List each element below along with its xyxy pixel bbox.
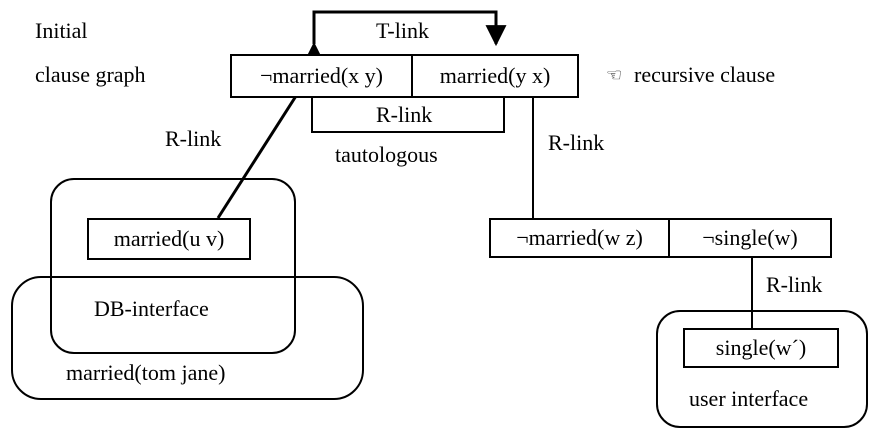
middle-clause-negative-single: ¬single(w) (668, 218, 832, 258)
r-link-left-edge (216, 95, 298, 219)
db-literal: married(u v) (87, 218, 251, 260)
diagram-title-line2: clause graph (35, 62, 146, 87)
db-interface-region (50, 178, 296, 354)
middle-clause-negative-married: ¬married(w z) (489, 218, 670, 258)
tautologous-label: tautologous (335, 142, 438, 167)
db-fact-region (11, 276, 364, 400)
recursive-clause-label: recursive clause (634, 62, 776, 87)
r-link-bottom-label: R-link (766, 272, 823, 297)
db-interface-label: DB-interface (94, 296, 209, 321)
user-interface-label: user interface (689, 386, 809, 411)
diagram-title-line1: Initial (35, 18, 88, 43)
r-link-tautologous-label: R-link (376, 102, 433, 127)
initial-clause-positive-literal: married(y x) (411, 54, 579, 98)
pointing-hand-icon: ☜ (606, 65, 623, 85)
user-interface-literal: single(w´) (683, 328, 839, 368)
r-link-tautologous-edge (311, 96, 505, 133)
db-fact-label: married(tom jane) (66, 360, 226, 385)
initial-clause-negative-literal: ¬married(x y) (230, 54, 413, 98)
t-link-label: T-link (376, 18, 429, 43)
r-link-middle-label: R-link (548, 130, 605, 155)
r-link-left-label: R-link (165, 126, 222, 151)
t-link-edge (303, 10, 507, 63)
user-interface-region (656, 310, 868, 428)
